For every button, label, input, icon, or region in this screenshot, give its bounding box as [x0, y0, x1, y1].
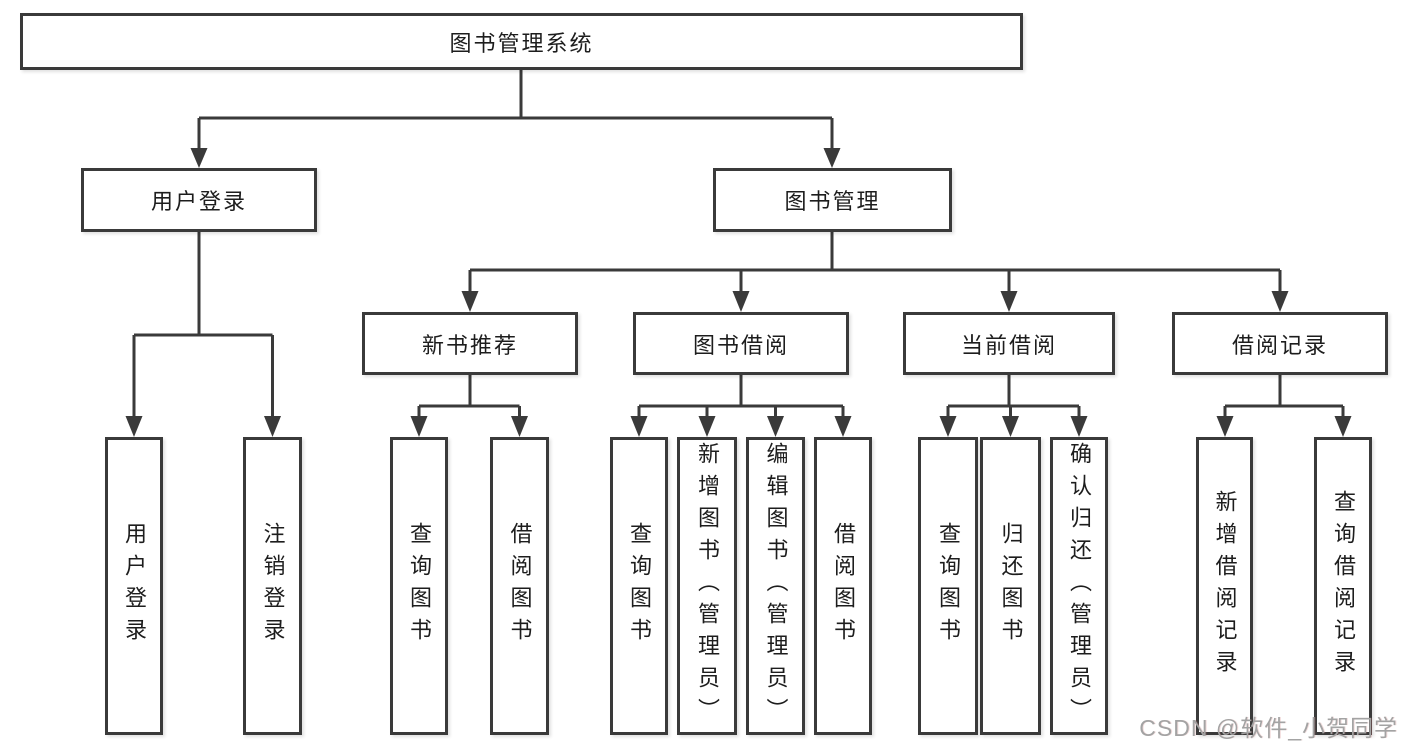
leaf-search-books-recommend: 查询图书 [390, 437, 448, 735]
leaf-search-borrow-record: 查询借阅记录 [1314, 437, 1372, 735]
node-new-book-recommendation-label: 新书推荐 [421, 332, 518, 358]
node-current-borrowing: 当前借阅 [903, 312, 1115, 375]
node-borrowing-records: 借阅记录 [1172, 312, 1388, 375]
node-library-system: 图书管理系统 [20, 13, 1023, 70]
leaf-edit-books-admin: 编辑图书（管理员） [746, 437, 805, 735]
leaf-return-books: 归还图书 [980, 437, 1041, 735]
node-book-borrowing: 图书借阅 [633, 312, 849, 375]
leaf-add-borrow-record: 新增借阅记录 [1196, 437, 1253, 735]
watermark: CSDN @软件_小贺同学 [1139, 715, 1398, 741]
leaf-user-login: 用户登录 [105, 437, 163, 735]
node-new-book-recommendation: 新书推荐 [362, 312, 578, 375]
node-current-borrowing-label: 当前借阅 [960, 332, 1057, 358]
leaf-confirm-return-admin: 确认归还（管理员） [1050, 437, 1108, 735]
leaf-logout: 注销登录 [243, 437, 302, 735]
node-user-login: 用户登录 [81, 168, 317, 232]
leaf-borrow-books-borrowing: 借阅图书 [814, 437, 872, 735]
node-book-management-label: 图书管理 [784, 189, 881, 214]
leaf-add-books-admin: 新增图书（管理员） [677, 437, 737, 735]
leaf-search-books-current: 查询图书 [918, 437, 978, 735]
node-book-management: 图书管理 [713, 168, 952, 232]
node-user-login-label: 用户登录 [150, 189, 247, 214]
node-borrowing-records-label: 借阅记录 [1231, 332, 1328, 358]
leaf-borrow-books-recommend: 借阅图书 [490, 437, 549, 735]
node-library-system-label: 图书管理系统 [449, 30, 594, 56]
leaf-search-books-borrowing: 查询图书 [610, 437, 668, 735]
node-book-borrowing-label: 图书借阅 [692, 332, 789, 358]
